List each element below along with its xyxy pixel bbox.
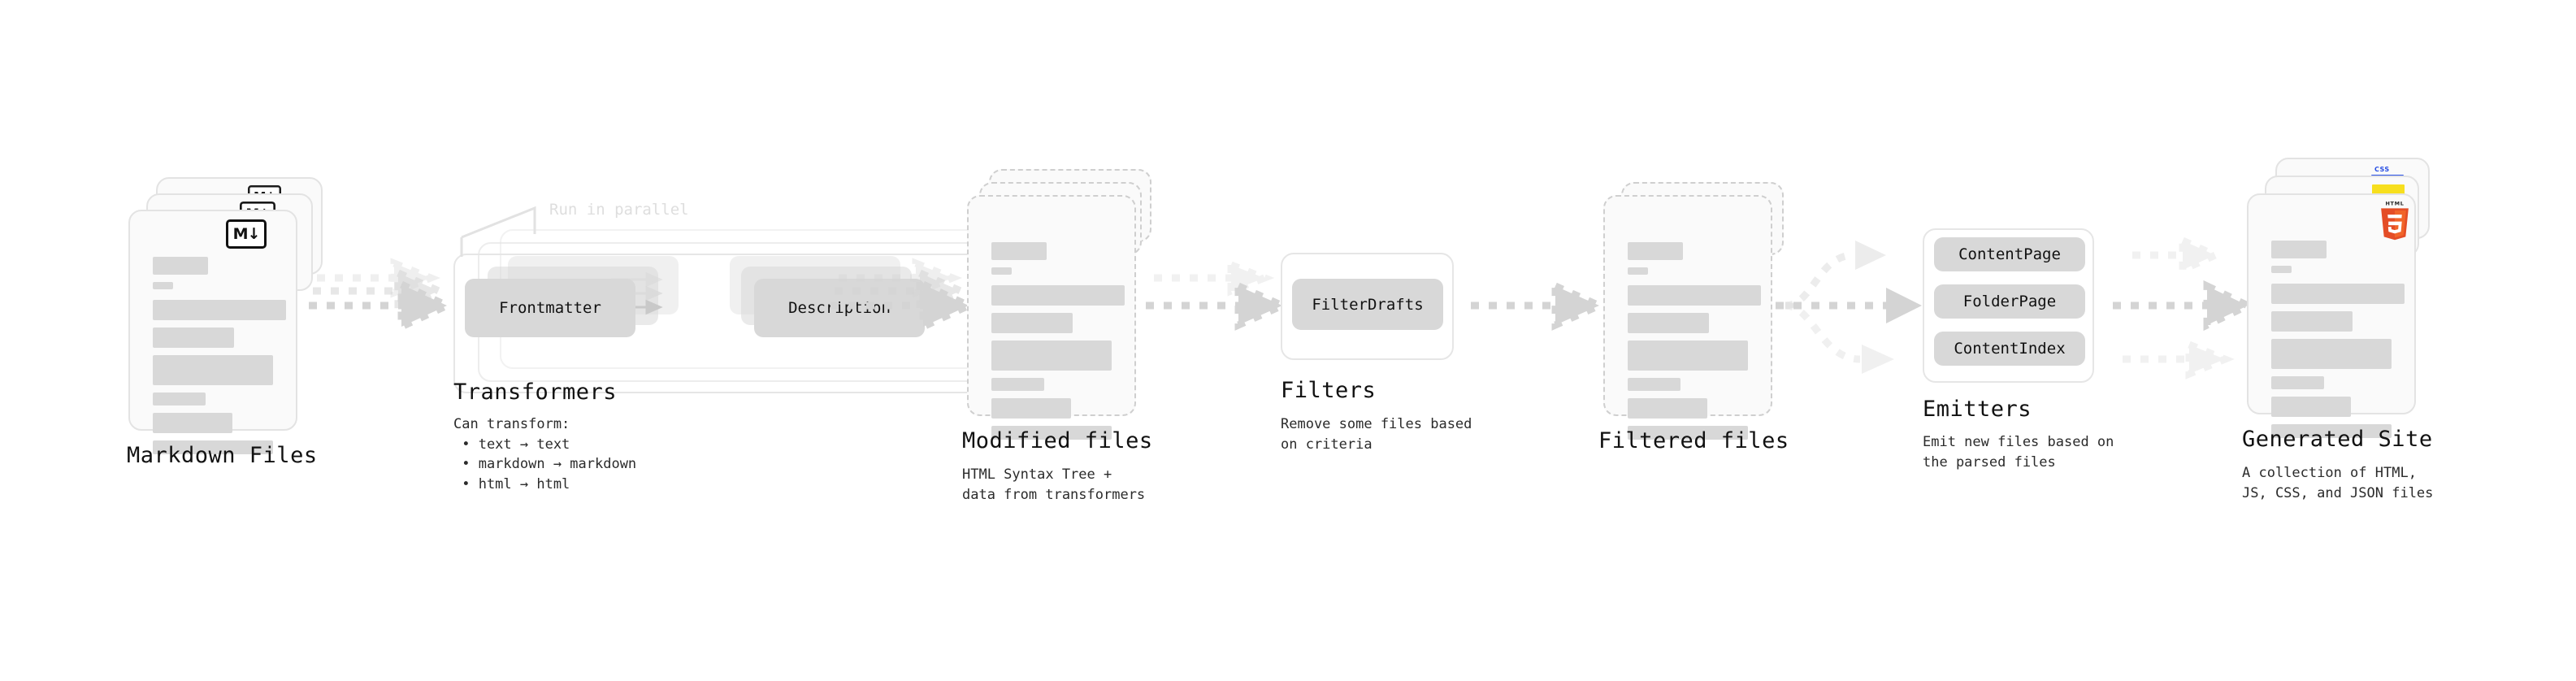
doc-line (153, 355, 273, 385)
stage-subtitle-modified-files: HTML Syntax Tree + data from transformer… (962, 466, 1146, 503)
doc-line-group (2271, 241, 2405, 445)
connector-transformers-to-modified (830, 258, 978, 333)
stage-subtitle-generated-site: A collection of HTML, JS, CSS, and JSON … (2242, 465, 2434, 501)
connector-markdown-to-transformers (309, 258, 456, 333)
stage-subtitle-filters: Remove some files based on criteria (1281, 416, 1472, 453)
connector-filtered-to-emitters (1776, 241, 1922, 374)
doc-line (1628, 242, 1683, 260)
doc-line (153, 282, 173, 289)
connector-filters-to-filtered (1471, 280, 1609, 331)
doc-line (991, 378, 1044, 391)
doc-line (153, 300, 286, 320)
doc-line (1628, 426, 1748, 440)
filtered-file-card-front (1603, 195, 1772, 440)
stage-subtitle-emitters: Emit new files based on the parsed files (1923, 434, 2114, 471)
site-file-card-front (2247, 193, 2416, 438)
stage-title-modified-files: Modified files (962, 428, 1153, 453)
doc-line (2271, 376, 2324, 389)
filters-group (1281, 253, 1454, 360)
stage-title-emitters: Emitters (1923, 397, 2032, 422)
doc-line (153, 257, 208, 275)
doc-line (991, 313, 1073, 333)
doc-line (1628, 267, 1648, 275)
doc-line (991, 398, 1071, 419)
doc-line (991, 242, 1047, 260)
doc-line (991, 285, 1125, 306)
doc-line (1628, 378, 1680, 391)
run-in-parallel-label: Run in parallel (549, 201, 689, 219)
doc-line (2271, 241, 2327, 258)
markdown-icon: M↓ (226, 219, 267, 249)
run-in-parallel-bracket (460, 206, 536, 257)
doc-line (2271, 266, 2292, 273)
doc-line-group (1628, 242, 1761, 447)
doc-line (153, 413, 232, 433)
emitter-chip-folderpage[interactable]: FolderPage (1934, 284, 2085, 319)
arrowhead (1855, 241, 1886, 270)
markdown-file-card-front (128, 210, 297, 454)
connector-emitters-to-site (2113, 235, 2257, 380)
doc-line (991, 426, 1112, 440)
doc-line (1628, 285, 1761, 306)
arrowhead (1862, 345, 1894, 374)
doc-line-group (153, 257, 286, 462)
svg-text:HTML: HTML (2386, 200, 2405, 206)
stage-title-generated-site: Generated Site (2242, 427, 2433, 452)
emitter-chip-contentpage[interactable]: ContentPage (1934, 237, 2085, 271)
doc-line (2271, 424, 2392, 438)
connector-modified-to-filters (1146, 259, 1292, 331)
doc-line (2271, 284, 2405, 304)
filter-chip-filterdrafts[interactable]: FilterDrafts (1292, 279, 1443, 330)
arrowhead (1886, 288, 1922, 323)
stage-title-transformers: Transformers (453, 380, 618, 405)
doc-line (1628, 313, 1709, 333)
stage-title-markdown-files: Markdown Files (127, 443, 318, 468)
doc-line (2271, 397, 2351, 417)
doc-line (153, 327, 234, 348)
doc-line (153, 393, 206, 406)
modified-file-card-front (967, 195, 1136, 440)
doc-line (153, 440, 273, 454)
doc-line (2271, 311, 2353, 332)
doc-line-group (991, 242, 1125, 447)
doc-line (991, 340, 1112, 371)
transformer-chip-frontmatter[interactable]: Frontmatter (465, 279, 635, 337)
doc-line (1628, 398, 1707, 419)
stage-title-filtered-files: Filtered files (1598, 428, 1789, 453)
css3-icon-label: CSS (2374, 166, 2390, 173)
emitter-chip-contentindex[interactable]: ContentIndex (1934, 332, 2085, 366)
doc-line (1628, 340, 1748, 371)
html5-icon: HTML (2381, 200, 2409, 241)
doc-line (2271, 339, 2392, 369)
doc-line (991, 267, 1012, 275)
emitters-group (1923, 228, 2094, 383)
stage-subtitle-transformers: Can transform: • text → text • markdown … (453, 416, 637, 492)
stage-title-filters: Filters (1281, 378, 1377, 403)
